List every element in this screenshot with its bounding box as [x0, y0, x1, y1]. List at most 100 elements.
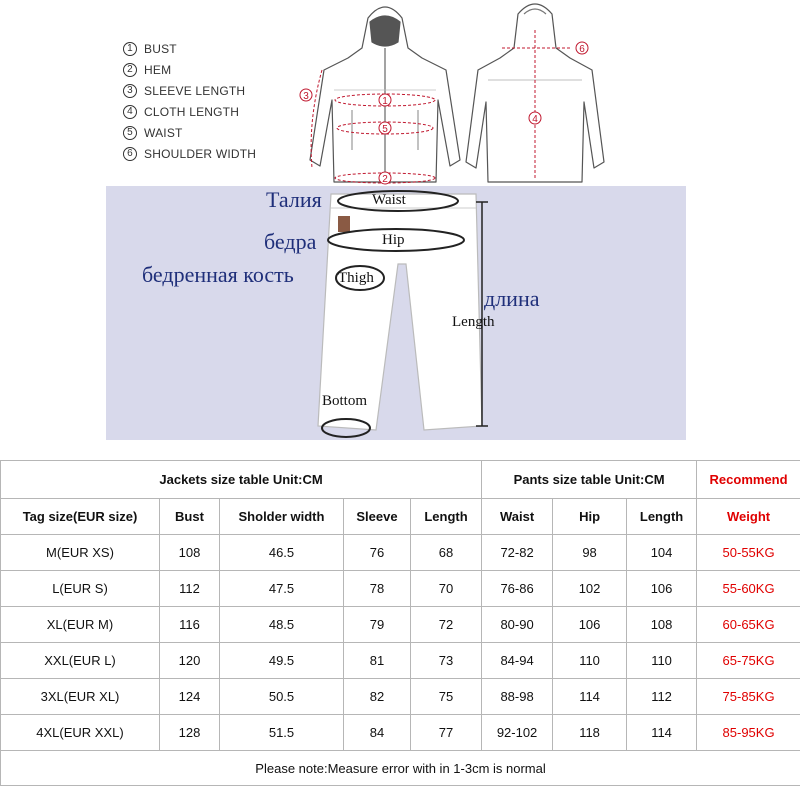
length-label-ru: длина [484, 286, 540, 311]
cell-shoulder: 47.5 [219, 570, 344, 607]
cell-length: 72 [409, 606, 483, 643]
cell-sleeve: 79 [343, 606, 411, 643]
cell-shoulder: 48.5 [219, 606, 344, 643]
bottom-label-en: Bottom [322, 393, 368, 409]
cell-sleeve: 81 [343, 642, 411, 679]
cell-waist: 88-98 [481, 678, 554, 715]
cell-length: 70 [409, 570, 483, 607]
measure-error-note: Please note:Measure error with in 1-3cm … [0, 750, 800, 786]
table-row: M(EUR XS) 108 46.5 76 68 72-82 98 104 50… [0, 534, 800, 571]
cell-bust: 108 [159, 534, 220, 571]
cell-sleeve: 76 [343, 534, 411, 571]
cell-waist: 92-102 [481, 714, 554, 751]
table-title-row: Jackets size table Unit:CM Pants size ta… [0, 460, 800, 499]
cell-tag: XL(EUR M) [0, 606, 160, 643]
recommend-title: Recommend [696, 460, 800, 499]
cell-shoulder: 46.5 [219, 534, 344, 571]
table-header-row: Tag size(EUR size) Bust Sholder width Sl… [0, 498, 800, 535]
cell-hip: 110 [552, 642, 628, 679]
marker-waist: 5 [382, 124, 388, 135]
table-row: L(EUR S) 112 47.5 78 70 76-86 102 106 55… [0, 570, 800, 607]
cell-weight: 60-65KG [696, 606, 800, 643]
cell-waist: 76-86 [481, 570, 554, 607]
header-sleeve: Sleeve [343, 498, 411, 535]
marker-bust: 1 [382, 96, 388, 107]
marker-cloth-length: 4 [532, 114, 538, 125]
jacket-diagram: 1 5 2 3 4 6 [299, 3, 605, 185]
legend-number: 1 [123, 41, 137, 56]
size-table: Jackets size table Unit:CM Pants size ta… [0, 460, 800, 786]
legend-item-cloth-length: 4 CLOTH LENGTH [123, 101, 293, 122]
pants-illustration [317, 190, 488, 438]
header-shoulder-width: Sholder width [219, 498, 344, 535]
legend-number: 5 [123, 125, 137, 140]
legend-label: SHOULDER WIDTH [144, 146, 257, 161]
cell-bust: 128 [159, 714, 220, 751]
legend-label: BUST [144, 41, 177, 56]
cell-pants-length: 110 [626, 642, 698, 679]
table-note-row: Please note:Measure error with in 1-3cm … [0, 750, 800, 786]
table-row: 3XL(EUR XL) 124 50.5 82 75 88-98 114 112… [0, 678, 800, 715]
cell-weight: 55-60KG [696, 570, 800, 607]
cell-pants-length: 104 [626, 534, 698, 571]
cell-bust: 120 [159, 642, 220, 679]
cell-hip: 118 [552, 714, 628, 751]
cell-pants-length: 106 [626, 570, 698, 607]
cell-bust: 124 [159, 678, 220, 715]
thigh-label-en: Thigh [338, 270, 374, 286]
cell-length: 68 [409, 534, 483, 571]
cell-waist: 72-82 [481, 534, 554, 571]
legend-label: CLOTH LENGTH [144, 104, 240, 119]
legend-item-sleeve-length: 3 SLEEVE LENGTH [123, 80, 293, 101]
header-weight: Weight [696, 498, 800, 535]
marker-shoulder-width: 6 [579, 44, 585, 55]
cell-weight: 50-55KG [696, 534, 800, 571]
cell-pants-length: 114 [626, 714, 698, 751]
cell-shoulder: 50.5 [219, 678, 344, 715]
legend-number: 6 [123, 146, 137, 161]
jackets-table-title: Jackets size table Unit:CM [0, 460, 483, 499]
cell-sleeve: 82 [343, 678, 411, 715]
legend-label: WAIST [144, 125, 183, 140]
cell-waist: 80-90 [481, 606, 554, 643]
cell-length: 77 [409, 714, 483, 751]
waist-label-ru: Талия [266, 187, 322, 212]
marker-sleeve: 3 [303, 91, 309, 102]
thigh-label-ru: бедренная кость [142, 262, 294, 287]
cell-sleeve: 78 [343, 570, 411, 607]
legend-number: 4 [123, 104, 137, 119]
legend-item-bust: 1 BUST [123, 38, 293, 59]
waist-label-en: Waist [372, 192, 406, 208]
table-row: XL(EUR M) 116 48.5 79 72 80-90 106 108 6… [0, 606, 800, 643]
cell-hip: 98 [552, 534, 628, 571]
header-tag-size: Tag size(EUR size) [0, 498, 160, 535]
cell-sleeve: 84 [343, 714, 411, 751]
header-bust: Bust [159, 498, 220, 535]
cell-weight: 75-85KG [696, 678, 800, 715]
cell-tag: L(EUR S) [0, 570, 160, 607]
cell-pants-length: 108 [626, 606, 698, 643]
legend-number: 2 [123, 62, 137, 77]
header-waist: Waist [481, 498, 554, 535]
cell-tag: M(EUR XS) [0, 534, 160, 571]
cell-tag: XXL(EUR L) [0, 642, 160, 679]
cell-length: 73 [409, 642, 483, 679]
legend-label: SLEEVE LENGTH [144, 83, 246, 98]
header-hip: Hip [552, 498, 628, 535]
measurement-legend: 1 BUST 2 HEM 3 SLEEVE LENGTH 4 CLOTH LEN… [123, 38, 293, 164]
cell-shoulder: 49.5 [219, 642, 344, 679]
hip-label-en: Hip [382, 232, 405, 248]
cell-pants-length: 112 [626, 678, 698, 715]
cell-hip: 102 [552, 570, 628, 607]
cell-hip: 106 [552, 606, 628, 643]
legend-number: 3 [123, 83, 137, 98]
cell-length: 75 [409, 678, 483, 715]
legend-label: HEM [144, 62, 172, 77]
table-row: 4XL(EUR XXL) 128 51.5 84 77 92-102 118 1… [0, 714, 800, 751]
table-row: XXL(EUR L) 120 49.5 81 73 84-94 110 110 … [0, 642, 800, 679]
pants-measure-panel: Талия Waist бедра Hip бедренная кость Th… [106, 186, 686, 440]
header-pants-length: Length [626, 498, 698, 535]
pants-table-title: Pants size table Unit:CM [481, 460, 698, 499]
length-label-en: Length [452, 314, 495, 330]
legend-item-shoulder-width: 6 SHOULDER WIDTH [123, 143, 293, 164]
